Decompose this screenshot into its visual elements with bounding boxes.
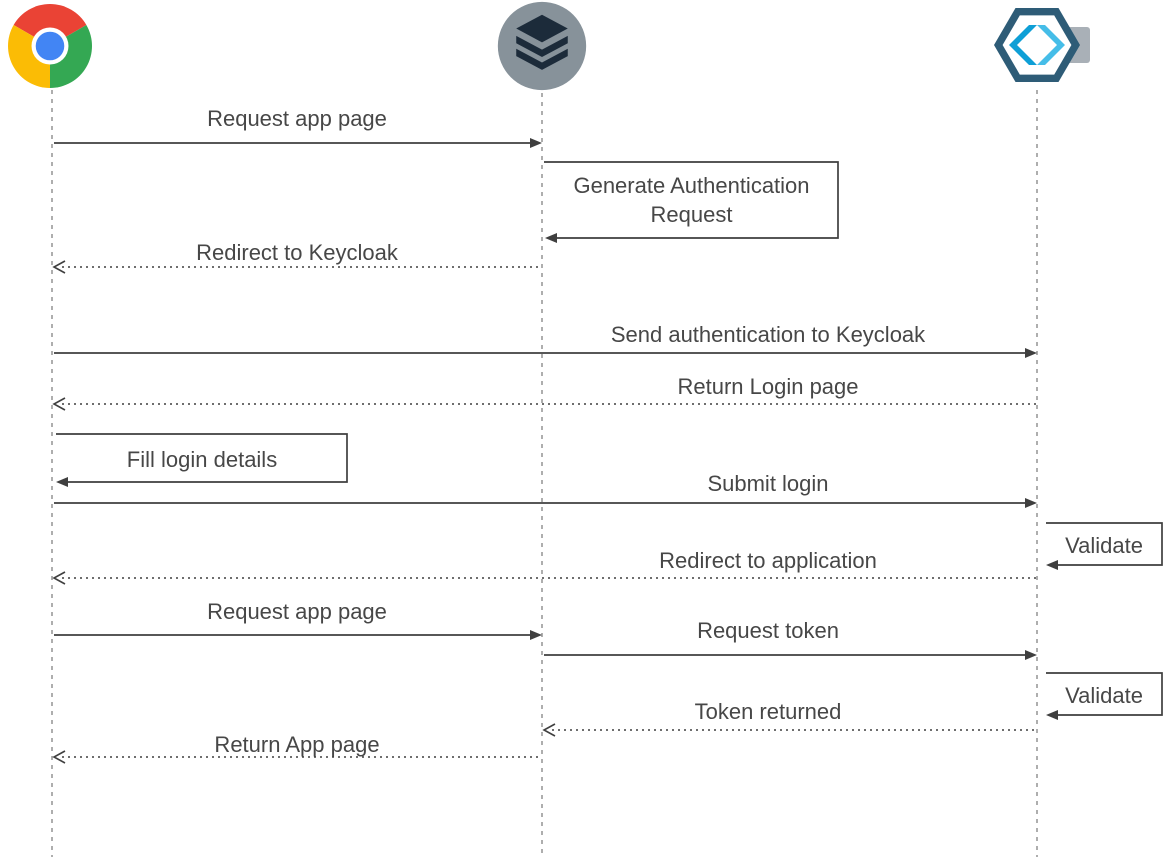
- label-validate-2: Validate: [1065, 683, 1143, 708]
- arrowhead-icon: [1046, 560, 1058, 570]
- arrowhead-icon: [1025, 498, 1037, 508]
- label-fill-login-details: Fill login details: [126, 447, 278, 472]
- arrow-redirect-to-keycloak: [52, 260, 542, 274]
- arrow-return-app-page: [52, 750, 542, 764]
- arrowhead-icon: [52, 571, 66, 585]
- label-validate-1: Validate: [1065, 533, 1143, 558]
- label-redirect-to-keycloak: Redirect to Keycloak: [196, 240, 398, 265]
- arrowhead-icon: [530, 630, 542, 640]
- keycloak-icon: [994, 8, 1090, 82]
- arrowhead-icon: [1025, 348, 1037, 358]
- arrowhead-icon: [545, 233, 557, 243]
- arrowhead-icon: [52, 260, 66, 274]
- lifelines: [51, 90, 1038, 857]
- application-layers-icon: [497, 1, 587, 91]
- arrowhead-icon: [52, 397, 66, 411]
- arrow-redirect-to-application: [52, 571, 1037, 585]
- chrome-browser-icon: [8, 4, 92, 88]
- arrow-request-app-page-1: [54, 138, 542, 148]
- arrowhead-icon: [542, 723, 556, 737]
- self-call-validate-1: [1046, 522, 1163, 570]
- label-submit-login: Submit login: [707, 471, 829, 496]
- arrowhead-icon: [1046, 710, 1058, 720]
- arrow-send-auth-to-keycloak: [54, 348, 1037, 358]
- self-call-generate-auth-request: [544, 161, 839, 243]
- arrowhead-icon: [52, 750, 66, 764]
- arrow-token-returned: [542, 723, 1037, 737]
- arrow-submit-login: [54, 498, 1037, 508]
- label-send-auth-to-keycloak: Send authentication to Keycloak: [610, 322, 926, 347]
- arrow-request-app-page-2: [54, 630, 542, 640]
- self-call-validate-2: [1046, 672, 1163, 720]
- label-return-login-page: Return Login page: [677, 374, 859, 399]
- arrow-request-token: [544, 650, 1037, 660]
- label-request-token: Request token: [697, 618, 839, 643]
- label-redirect-to-application: Redirect to application: [659, 548, 877, 573]
- label-generate-auth-request: Generate Authentication Request: [573, 173, 810, 227]
- arrowhead-icon: [1025, 650, 1037, 660]
- solid-arrows: [54, 138, 1163, 720]
- label-return-app-page: Return App page: [214, 732, 380, 757]
- label-request-app-page-1: Request app page: [207, 106, 387, 131]
- dotted-arrows: [52, 260, 1037, 764]
- label-token-returned: Token returned: [694, 699, 842, 724]
- label-request-app-page-2: Request app page: [207, 599, 387, 624]
- arrowhead-icon: [56, 477, 68, 487]
- arrow-return-login-page: [52, 397, 1037, 411]
- self-call-fill-login-details: [56, 433, 348, 487]
- arrowhead-icon: [530, 138, 542, 148]
